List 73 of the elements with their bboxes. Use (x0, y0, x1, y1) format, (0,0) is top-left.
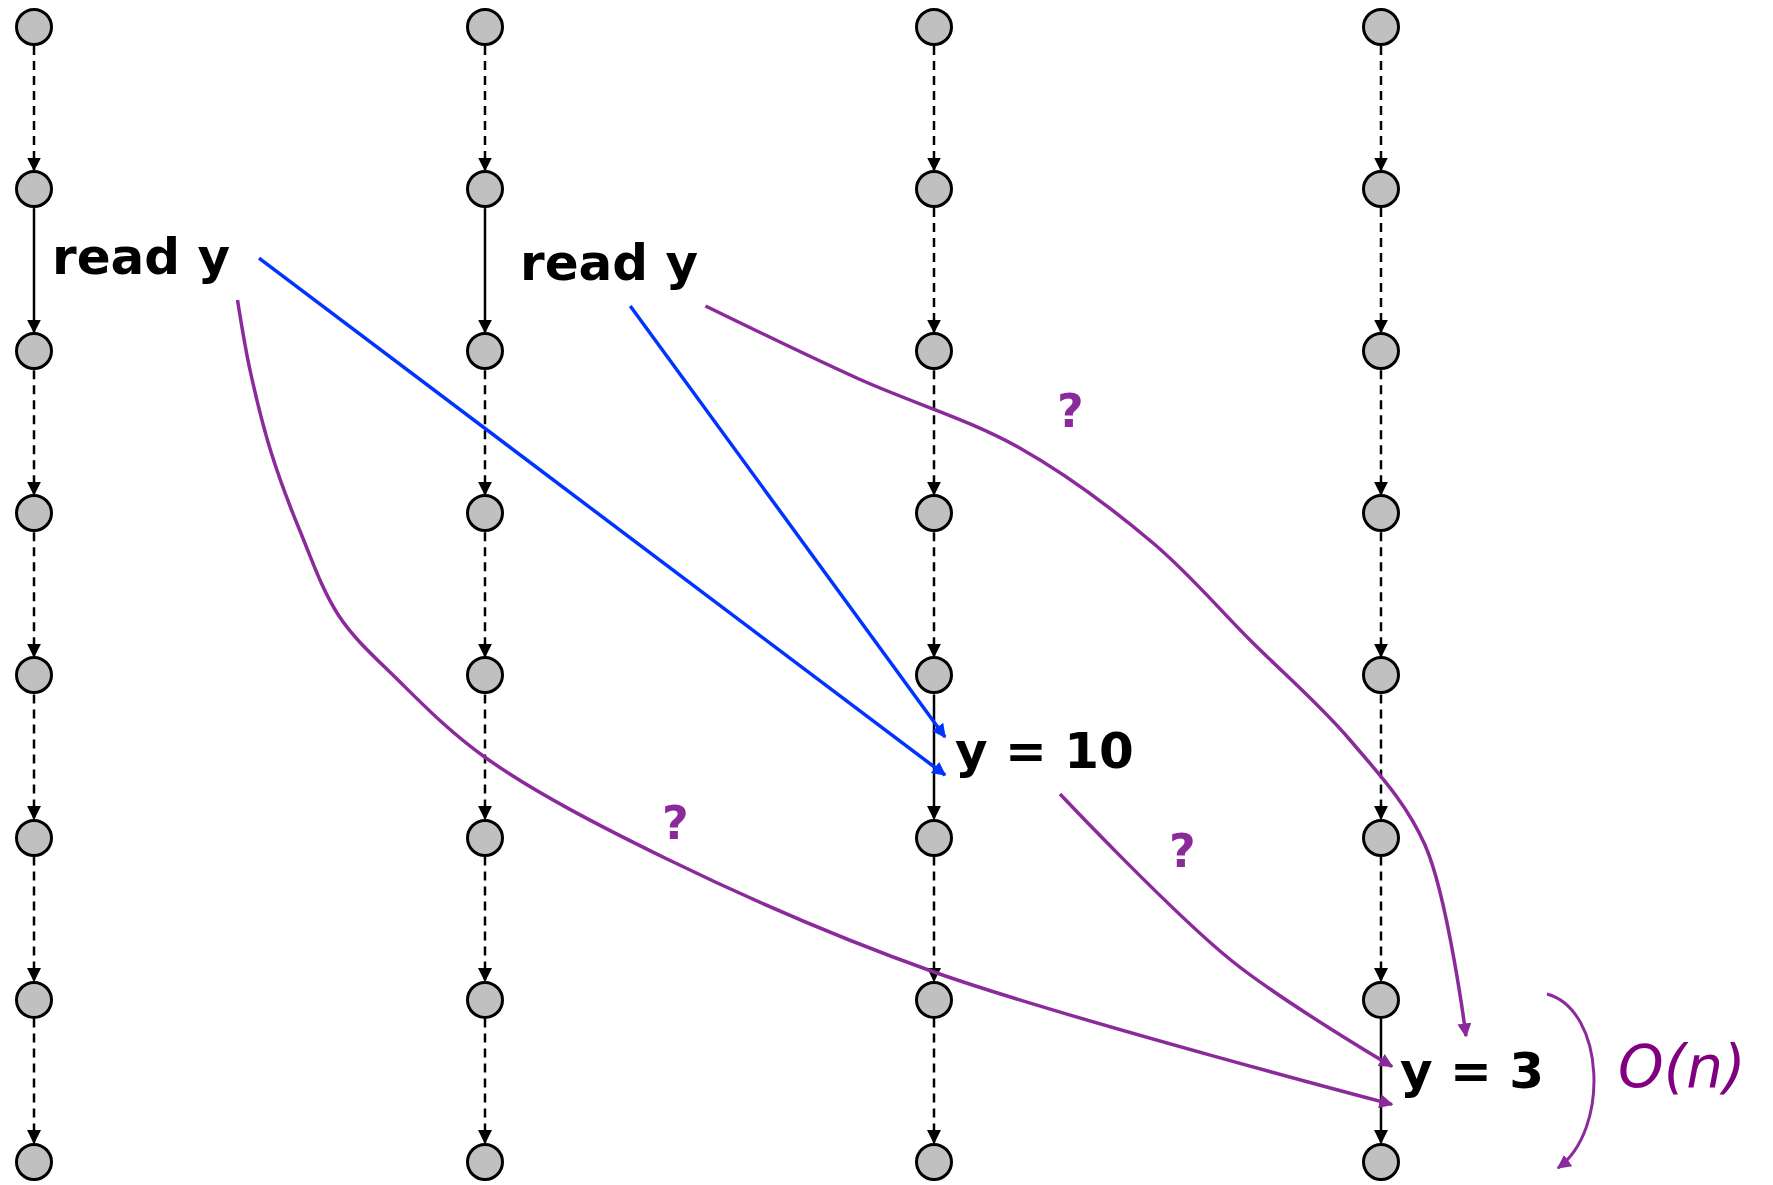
event-circle (915, 170, 953, 209)
event-circle (1362, 980, 1400, 1019)
operation-text: y = 3 (1392, 1036, 1577, 1112)
event-circle (466, 1142, 504, 1181)
arrow (927, 1018, 941, 1145)
event-circle (15, 494, 53, 533)
arrow (927, 694, 941, 820)
event-circle (466, 818, 504, 857)
arrow (27, 208, 41, 334)
event-circle (915, 494, 953, 533)
event-circle (1362, 8, 1400, 46)
arrow (27, 46, 41, 172)
curved-arrow (704, 304, 1472, 1038)
arrow (478, 856, 492, 982)
operation-text: read y (44, 224, 259, 300)
event-circle (15, 170, 53, 209)
complexity-label: O(n) (1618, 1038, 1746, 1096)
arrow (27, 694, 41, 820)
arrow (1374, 208, 1388, 334)
arrow (927, 532, 941, 658)
edge-label: ? (1056, 388, 1085, 434)
arrow (1374, 694, 1388, 820)
event-circle (915, 8, 953, 46)
event-circle (466, 170, 504, 209)
event-circle (915, 818, 953, 857)
edge-label: ? (661, 800, 690, 846)
event-circle (1362, 1142, 1400, 1181)
curved-arrow (1058, 792, 1394, 1068)
curved-arrow (257, 256, 947, 777)
event-circle (915, 332, 953, 371)
event-circle (15, 980, 53, 1019)
event-circle (915, 980, 953, 1019)
event-circle (1362, 656, 1400, 695)
arrow (927, 46, 941, 172)
event-circle (15, 332, 53, 371)
event-circle (466, 332, 504, 371)
arrow (27, 1018, 41, 1145)
event-circle (466, 656, 504, 695)
operation-text: read y (512, 230, 727, 306)
arrow (27, 856, 41, 982)
arrow (478, 1018, 492, 1145)
arrow (927, 208, 941, 334)
event-circle (15, 8, 53, 46)
event-circle (15, 1142, 53, 1181)
arrow (27, 532, 41, 658)
event-circle (1362, 494, 1400, 533)
event-circle (466, 980, 504, 1019)
event-circle (15, 818, 53, 857)
event-circle (1362, 332, 1400, 371)
arrow (927, 856, 941, 982)
curved-arrow (628, 304, 947, 739)
arrow (478, 46, 492, 172)
event-circle (915, 1142, 953, 1181)
event-circle (1362, 170, 1400, 209)
arrow (478, 370, 492, 496)
operation-text: y = 10 (945, 718, 1175, 794)
arrow (1374, 856, 1388, 982)
arrow (1374, 1018, 1388, 1145)
event-circle (466, 8, 504, 46)
edge-label: ? (1168, 828, 1197, 874)
arrow (927, 370, 941, 496)
event-circle (915, 656, 953, 695)
event-circle (15, 656, 53, 695)
event-circle (466, 494, 504, 533)
arrow (1374, 46, 1388, 172)
arrow (478, 208, 492, 334)
arrow (27, 370, 41, 496)
event-circle (1362, 818, 1400, 857)
arrow (478, 694, 492, 820)
arrow (1374, 370, 1388, 496)
arrow (478, 532, 492, 658)
arrow (1374, 532, 1388, 658)
curved-arrow (235, 299, 1394, 1108)
